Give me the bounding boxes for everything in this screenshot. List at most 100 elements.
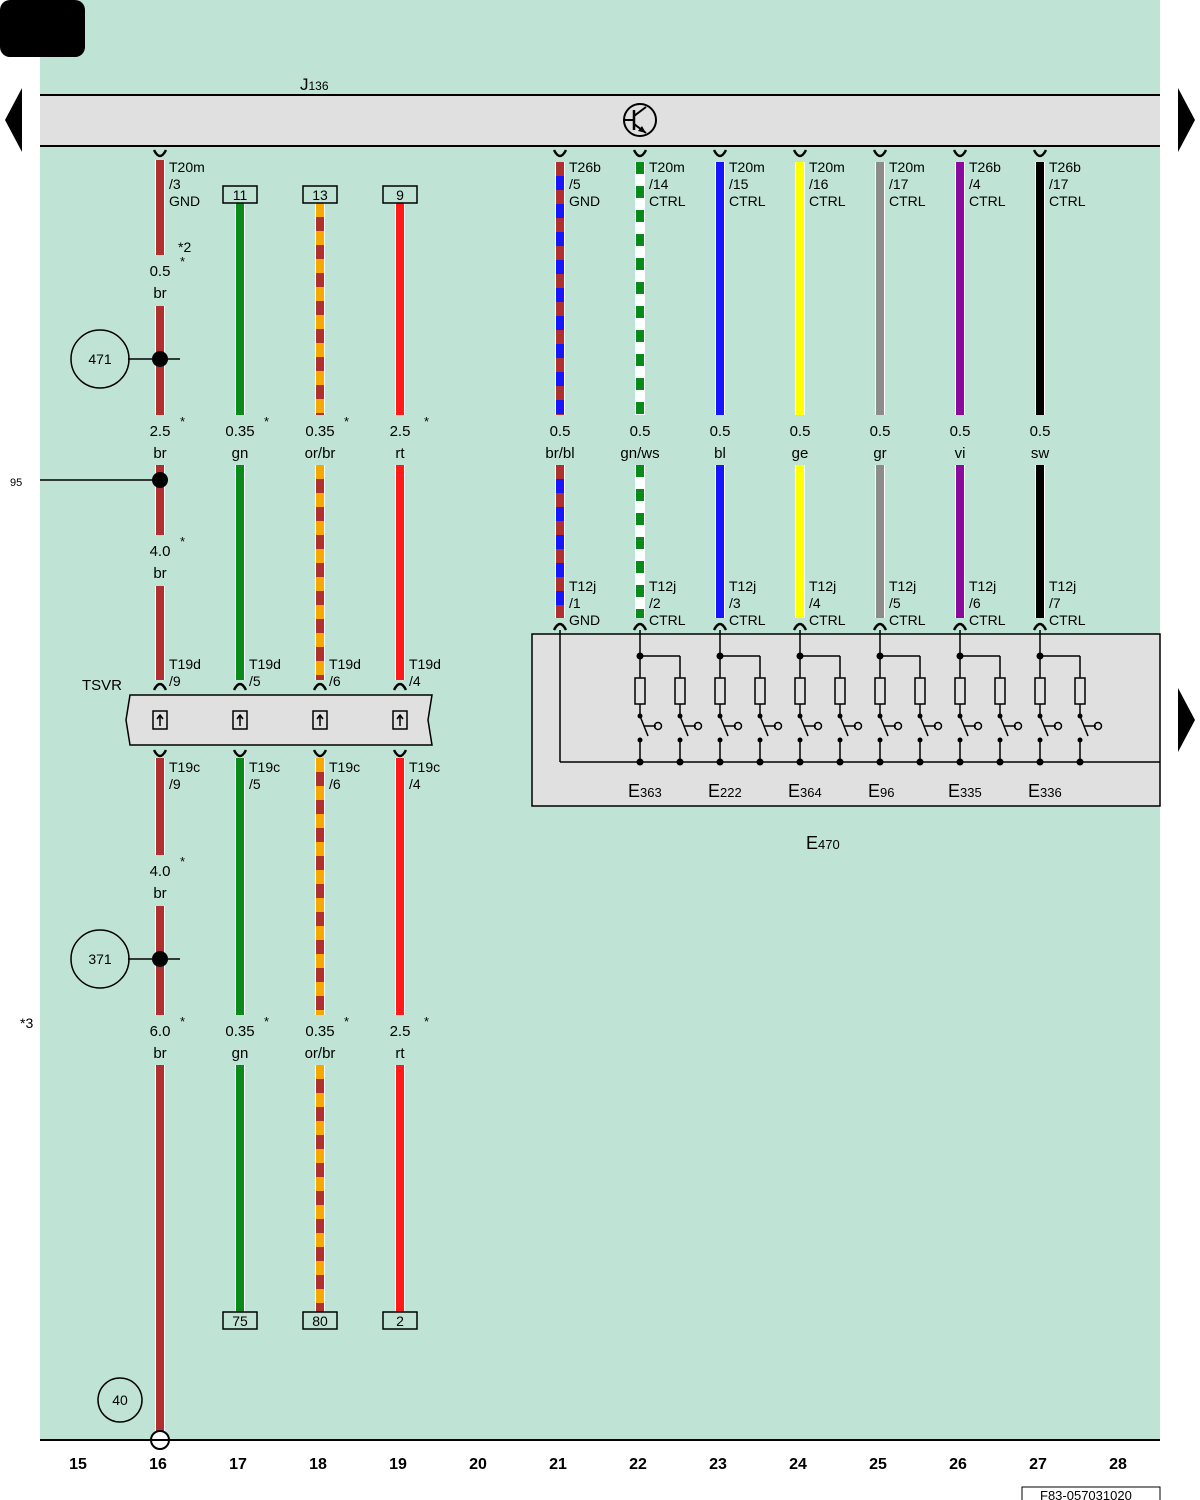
left-wire-bot-1-core [316, 1065, 324, 1312]
right-wire-size: 0.5 [870, 423, 891, 440]
right-wire-bot-5-core [956, 465, 964, 618]
tsvr-conn-pin: /5 [249, 673, 261, 689]
page-ref: 95 [10, 477, 22, 489]
right-wire-bot-1-stripe [636, 549, 644, 561]
grid-number: 25 [869, 1456, 887, 1473]
left-wire-bot-1-stripe [316, 1275, 324, 1289]
pin-terminal-e470 [872, 622, 888, 631]
tsvr-terminal-icon [392, 710, 408, 730]
right-wire-bot-4-core [876, 465, 884, 618]
switch-pin-num: /1 [569, 595, 581, 611]
footnote-main: *3 [20, 1015, 33, 1031]
switch-pin-num: /4 [809, 595, 821, 611]
pin-terminal-j136 [552, 149, 568, 158]
ground-circle [97, 1377, 143, 1423]
right-wire-size: 0.5 [710, 423, 731, 440]
switch-pin-fn: CTRL [969, 612, 1006, 628]
left-wire-top-1-stripe [316, 413, 324, 415]
wire-ref-box-bottom-num: 75 [232, 1313, 248, 1329]
tsvr-pin-top [152, 682, 168, 691]
switch-pin-fn: CTRL [1049, 612, 1086, 628]
tsvr-conn-name: T19d [409, 656, 441, 672]
right-wire-bot-0-stripe [556, 563, 564, 577]
br-wire-seg-0-core [156, 160, 164, 255]
right-pin-name: T20m [729, 159, 765, 175]
br-wire-seg-4-core [156, 758, 164, 855]
left-wire-low-1-stripe [316, 800, 324, 814]
tsvr-pin-top [392, 682, 408, 691]
nav-left-arrow[interactable] [5, 88, 22, 152]
group-label: E470 [806, 833, 840, 853]
right-wire-bot-1-stripe [636, 501, 644, 513]
right-wire-bot-2-core [716, 465, 724, 618]
wire-ref-box-bottom [302, 1311, 338, 1330]
right-wire-size: 0.5 [630, 423, 651, 440]
grid-number: 18 [309, 1456, 327, 1473]
right-wire-top-0-stripe [556, 176, 564, 190]
nav-right-arrow-top[interactable] [1178, 88, 1195, 152]
left-wire-size: 2.5 [390, 1023, 411, 1040]
right-wire-top-3-core [796, 162, 804, 415]
left-wire-color: or/br [305, 1045, 336, 1062]
left-wire-bot-1-stripe [316, 1303, 324, 1312]
right-wire-bot-1-stripe [636, 525, 644, 537]
br-wire-size: 4.0 [150, 863, 171, 880]
tsvr-terminal-icon [152, 710, 168, 730]
module-bar [40, 95, 1160, 145]
left-wire-mid-1-stripe [316, 507, 324, 521]
br-pin-name: T20m [169, 159, 205, 175]
right-pin-name: T20m [809, 159, 845, 175]
br-wire-star: * [180, 254, 185, 269]
right-pin-num: /5 [569, 176, 581, 192]
switch-label: E363 [628, 781, 662, 801]
right-wire-color: vi [955, 445, 966, 462]
left-wire-mid-0-core [236, 465, 244, 680]
right-wire-top-1-stripe [636, 294, 644, 306]
left-wire-color: or/br [305, 445, 336, 462]
switch-pin-name: T12j [569, 578, 596, 594]
right-wire-top-1-stripe [636, 390, 644, 402]
labels-layer: T20m/3GND*20.5br*2.5br*4.0br*4.0br*6.0br… [70, 159, 1086, 1423]
right-wire-top-1-stripe [636, 270, 644, 282]
right-pin-name: T20m [649, 159, 685, 175]
grid-number: 28 [1109, 1456, 1127, 1473]
nav-right-arrow-mid[interactable] [1178, 688, 1195, 752]
right-wire-top-1-core [636, 162, 644, 415]
switch-pin-name: T12j [809, 578, 836, 594]
tsvr-pin-bottom [392, 749, 408, 758]
right-pin-name: T20m [889, 159, 925, 175]
right-pin-name: T26b [969, 159, 1001, 175]
tsvr-conn-name: T19c [249, 759, 280, 775]
ground-point-label: 371 [88, 951, 112, 967]
junction-dot [152, 351, 168, 367]
tsvr-connector [125, 694, 433, 746]
right-wire-bot-1-core [636, 465, 644, 618]
tsvr-pin-top [312, 682, 328, 691]
left-wire-size: 2.5 [390, 423, 411, 440]
left-wire-bot-1-stripe [316, 1107, 324, 1121]
right-pin-num: /17 [1049, 176, 1069, 192]
tsvr-conn-pin: /6 [329, 776, 341, 792]
right-wire-bot-1-stripe [636, 477, 644, 489]
left-wire-mid-1-stripe [316, 675, 324, 680]
footer-box [1021, 1486, 1161, 1500]
tsvr-conn-pin: /4 [409, 776, 421, 792]
right-wire-bot-0-stripe [556, 591, 564, 605]
left-wire-low-1-stripe [316, 828, 324, 842]
left-wire-bot-1-stripe [316, 1079, 324, 1093]
right-wire-top-0-stripe [556, 288, 564, 302]
pin-terminal-j136 [152, 149, 168, 158]
pin-terminal-e470 [632, 622, 648, 631]
right-pin-num: /16 [809, 176, 829, 192]
left-wire-size: 0.35 [225, 1023, 254, 1040]
switch-pin-num: /5 [889, 595, 901, 611]
wire-ref-box-bottom [382, 1311, 418, 1330]
grid-number: 27 [1029, 1456, 1047, 1473]
left-wire-size: 0.35 [305, 1023, 334, 1040]
grid-number: 19 [389, 1456, 407, 1473]
right-wire-top-0-stripe [556, 204, 564, 218]
br-note: *2 [178, 239, 191, 255]
br-wire-star: * [180, 854, 185, 869]
